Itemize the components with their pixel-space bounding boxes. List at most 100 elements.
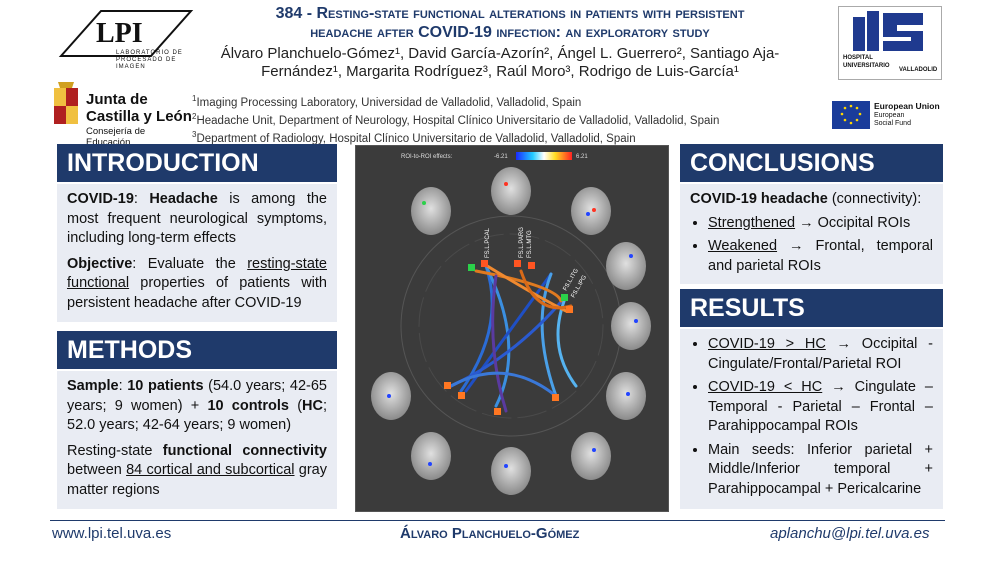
intro-text: :: [133, 191, 150, 207]
conclusions-list: Strengthened → Occipital ROIs Weakened →…: [690, 214, 933, 277]
methods-paragraph-1: Sample: 10 patients (54.0 years; 42-65 y…: [67, 377, 327, 436]
results-panel: COVID-19 > HC → Occipital - Cingulate/Fr…: [680, 329, 943, 509]
colorbar-max: 6.21: [576, 154, 588, 160]
intro-underline: resting-state functional: [67, 255, 327, 292]
result-item: COVID-19 > HC → Occipital - Cingulate/Fr…: [708, 335, 933, 374]
affiliation-3: 3Department of Radiology, Hospital Clíni…: [192, 128, 752, 146]
methods-text: :: [118, 378, 128, 394]
affiliation-num: 2: [192, 111, 197, 121]
methods-text: (: [288, 397, 303, 414]
intro-paragraph-2: Objective: Evaluate the resting-state fu…: [67, 255, 327, 314]
conclusions-text: (connectivity):: [827, 191, 922, 207]
svg-text:LPI: LPI: [96, 18, 143, 49]
colorbar: [516, 152, 572, 160]
conclusion-underline: Strengthened: [708, 214, 796, 231]
methods-text: Resting-state: [67, 442, 163, 459]
junta-line1: Junta de: [86, 91, 148, 108]
footer-email[interactable]: aplanchu@lpi.tel.uva.es: [770, 525, 930, 542]
introduction-panel: COVID-19: Headache is among the most fre…: [57, 184, 337, 322]
affiliation-text: Imaging Processing Laboratory, Universid…: [196, 96, 582, 109]
footer-author: Álvaro Planchuelo-Gómez: [400, 525, 580, 542]
conclusions-panel: COVID-19 headache (connectivity): Streng…: [680, 184, 943, 284]
methods-paragraph-2: Resting-state functional connectivity be…: [67, 442, 327, 501]
coat-of-arms-icon: [54, 82, 78, 124]
title-line1: 384 - Resting-state functional alteratio…: [275, 5, 745, 22]
hospital-line3: VALLADOLID: [899, 67, 938, 73]
methods-bold: 10 patients: [127, 378, 204, 394]
affiliation-text: Department of Radiology, Hospital Clínic…: [196, 132, 636, 145]
junta-line2: Castilla y León: [86, 108, 192, 125]
connection-arcs: [449, 262, 578, 413]
title-line2: headache after COVID-19 infection: an ex…: [190, 23, 830, 42]
methods-bold: HC: [302, 397, 323, 414]
junta-line3: Consejería de Educación: [86, 126, 146, 148]
affiliation-text: Headache Unit, Department of Neurology, …: [196, 114, 720, 127]
hospital-logo: HOSPITAL UNIVERSITARIO VALLADOLID: [838, 6, 942, 80]
authors: Álvaro Planchuelo-Gómez¹, David García-A…: [190, 45, 810, 81]
affiliation-1: 1Imaging Processing Laboratory, Universi…: [192, 92, 752, 110]
footer-website[interactable]: www.lpi.tel.uva.es: [52, 525, 172, 542]
lpi-logo-text: LABORATORIO DE PROCESADO DE IMAGEN: [116, 50, 183, 70]
footer-divider: [50, 520, 945, 521]
intro-bold-headache: Headache: [149, 191, 218, 207]
methods-panel: Sample: 10 patients (54.0 years; 42-65 y…: [57, 371, 337, 509]
poster-title: 384 - Resting-state functional alteratio…: [190, 4, 830, 42]
conclusion-item: Strengthened → Occipital ROIs: [708, 214, 933, 234]
result-text: → Occipital - Cingulate/Frontal/Parietal…: [708, 336, 933, 372]
ring-outer: [400, 215, 622, 437]
intro-text: properties of patients with persistent h…: [67, 275, 327, 311]
lpi-logo: LPI LABORATORIO DE PROCESADO DE IMAGEN: [56, 6, 196, 70]
result-text: → Cingulate – Temporal - Parietal – Fron…: [708, 379, 933, 434]
title-line2-pre: headache after: [310, 24, 419, 41]
node-label: FS.L.PARG: [519, 227, 525, 258]
methods-bold: Sample: [67, 378, 119, 394]
results-list: COVID-19 > HC → Occipital - Cingulate/Fr…: [690, 335, 933, 499]
conclusions-intro: COVID-19 headache (connectivity):: [690, 190, 933, 210]
intro-bold-covid: COVID-19: [67, 191, 134, 207]
ring-inner: [418, 233, 604, 419]
authors-line2: Fernández¹, Margarita Rodríguez³, Raúl M…: [261, 63, 739, 80]
hospital-emblem-icon: [853, 11, 923, 51]
connectome-graphic: ROI-to-ROI effects: -6.21 6.21: [371, 152, 651, 495]
methods-text: between: [67, 462, 127, 478]
conclusion-text: → Occipital ROIs: [795, 214, 911, 231]
affiliation-num: 1: [192, 94, 197, 103]
eu-line2: European: [874, 112, 905, 119]
node-label: FS.L.PCAL: [485, 227, 491, 258]
conclusion-text: → Frontal, temporal and parietal ROIs: [708, 238, 933, 274]
conclusion-underline: Weakened: [708, 238, 778, 254]
colorbar-min: -6.21: [494, 154, 508, 160]
results-heading: RESULTS: [680, 289, 943, 327]
intro-text: : Evaluate the: [132, 255, 248, 272]
title-line2-post: infection: an exploratory study: [491, 24, 710, 41]
hospital-line1: HOSPITAL: [843, 55, 873, 61]
hospital-line2: UNIVERSITARIO: [843, 63, 890, 69]
intro-text: is among the most frequent neurological …: [67, 191, 327, 246]
affiliation-num: 3: [192, 129, 197, 139]
result-underline: COVID-19 > HC: [708, 336, 826, 352]
conclusions-bold: COVID-19 headache: [690, 191, 828, 207]
affiliations: 1Imaging Processing Laboratory, Universi…: [192, 92, 752, 145]
affiliation-2: 2Headache Unit, Department of Neurology,…: [192, 110, 752, 128]
intro-paragraph-1: COVID-19: Headache is among the most fre…: [67, 190, 327, 249]
methods-underline: 84 cortical and subcortical: [126, 462, 295, 478]
conclusion-item: Weakened → Frontal, temporal and parieta…: [708, 237, 933, 276]
intro-bold-objective: Objective: [67, 255, 133, 272]
node-label: FS.L.MTG: [527, 230, 533, 258]
roi-nodes: [444, 260, 573, 415]
title-line2-bold: COVID-19: [418, 24, 492, 41]
methods-bold: functional connectivity: [162, 442, 327, 459]
methods-text: ; 52.0 years; 42-64 years; 9 women): [67, 397, 328, 434]
colorbar-label: ROI-to-ROI effects:: [401, 154, 453, 160]
eu-line3: Social Fund: [874, 120, 911, 127]
eu-line1: European Union: [874, 101, 940, 111]
methods-bold: 10 controls: [207, 397, 289, 414]
methods-text: gray matter regions: [67, 462, 327, 498]
eu-logo: European Union European Social Fund: [832, 101, 950, 131]
connectivity-figure: ROI-to-ROI effects: -6.21 6.21: [355, 145, 669, 512]
conclusions-heading: CONCLUSIONS: [680, 144, 943, 182]
introduction-heading: INTRODUCTION: [57, 144, 337, 182]
result-text: Main seeds: Inferior parietal + Middle/I…: [708, 441, 933, 497]
eu-flag-icon: [832, 101, 870, 129]
authors-line1: Álvaro Planchuelo-Gómez¹, David García-A…: [220, 45, 780, 62]
